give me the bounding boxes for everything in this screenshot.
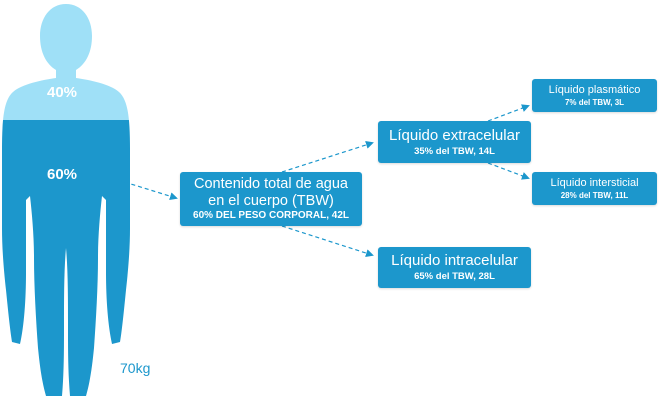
arrow-tbw-to-intracellular	[281, 225, 374, 257]
human-figure	[2, 4, 130, 396]
intracellular-fluid-box: Líquido intracelular 65% del TBW, 28L	[378, 247, 531, 288]
body-upper-region	[2, 4, 130, 120]
total-body-water-subtitle: 60% DEL PESO CORPORAL, 42L	[193, 210, 349, 222]
plasma-fluid-title: Líquido plasmático	[548, 83, 641, 96]
extracellular-fluid-title: Líquido extracelular	[389, 126, 520, 144]
total-body-water-box: Contenido total de agua en el cuerpo (TB…	[180, 172, 362, 226]
interstitial-fluid-title: Líquido intersticial	[550, 176, 639, 189]
connector-arrows	[117, 104, 530, 257]
intracellular-fluid-title: Líquido intracelular	[391, 252, 518, 270]
total-body-water-title-line1: Contenido total de agua	[194, 175, 348, 192]
plasma-fluid-subtitle: 7% del TBW, 3L	[564, 97, 625, 107]
total-body-water-title-line2: en el cuerpo (TBW)	[208, 192, 334, 209]
arrow-tbw-to-extracellular	[281, 141, 374, 173]
extracellular-fluid-box: Líquido extracelular 35% del TBW, 14L	[378, 121, 531, 163]
upper-percent-label: 40%	[47, 84, 78, 101]
arrow-extracellular-to-plasma	[487, 104, 530, 122]
lower-percent-label: 60%	[47, 166, 78, 183]
body-lower-region	[2, 120, 130, 396]
arrow-body-to-tbw	[117, 179, 178, 201]
plasma-fluid-box: Líquido plasmático 7% del TBW, 3L	[532, 79, 657, 112]
arrow-extracellular-to-interstitial	[487, 162, 530, 180]
intracellular-fluid-subtitle: 65% del TBW, 28L	[414, 271, 495, 283]
weight-label: 70kg	[120, 360, 151, 376]
interstitial-fluid-box: Líquido intersticial 28% del TBW, 11L	[532, 172, 657, 205]
extracellular-fluid-subtitle: 35% del TBW, 14L	[414, 145, 495, 157]
interstitial-fluid-subtitle: 28% del TBW, 11L	[560, 190, 629, 200]
